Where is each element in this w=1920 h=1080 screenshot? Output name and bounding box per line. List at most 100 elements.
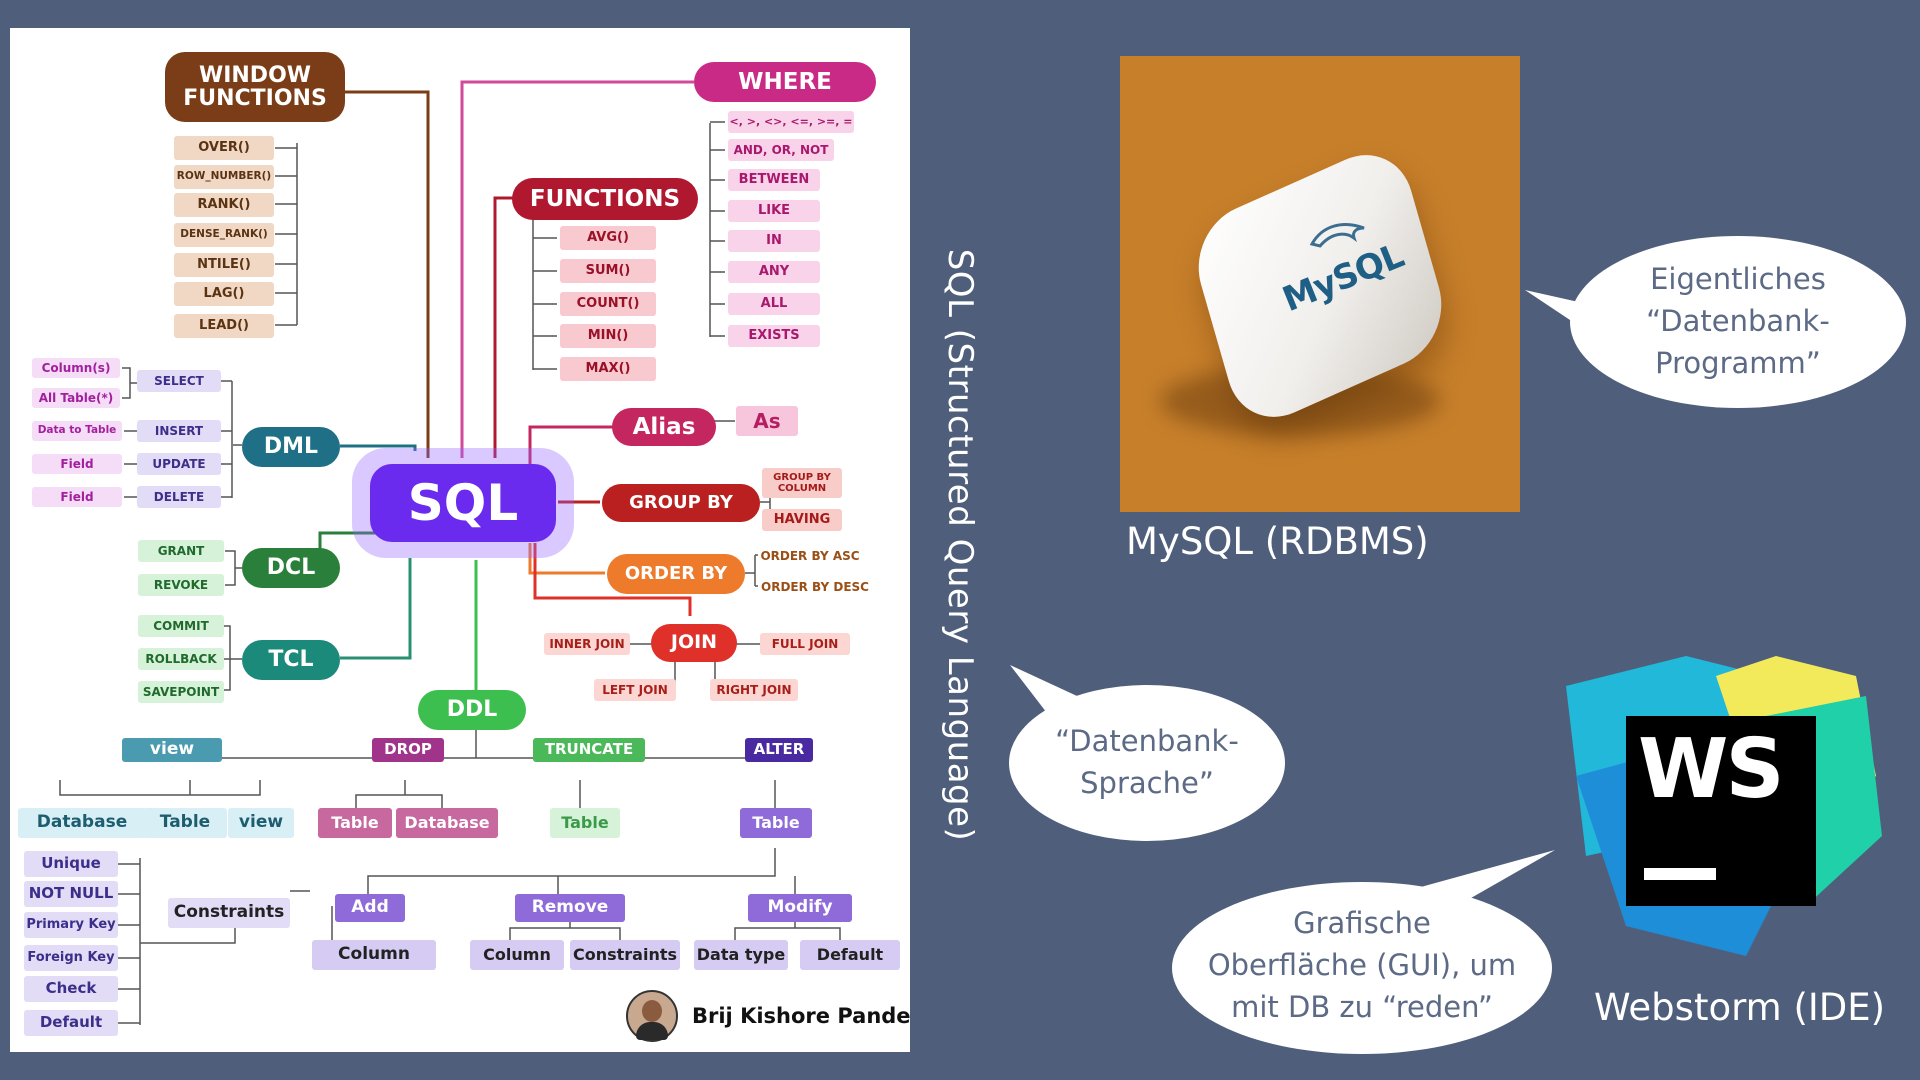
- join-item: INNER JOIN: [544, 633, 630, 655]
- sql-center-node: SQL: [370, 464, 556, 542]
- tcl-item: COMMIT: [138, 615, 224, 637]
- sql-bubble-text: “Datenbank- Sprache”: [1020, 720, 1274, 804]
- functions-node: FUNCTIONS: [512, 178, 698, 220]
- group-by-item: HAVING: [762, 509, 842, 531]
- constraint-item: Foreign Key: [24, 945, 118, 971]
- webstorm-logo: WS: [1566, 656, 1882, 956]
- alias-item: As: [736, 406, 798, 436]
- dml-select-sub: All Table(*): [32, 388, 120, 408]
- bubble-line: Eigentliches: [1650, 262, 1826, 296]
- where-item: LIKE: [728, 200, 820, 222]
- join-item: RIGHT JOIN: [710, 679, 798, 701]
- where-item: IN: [728, 230, 820, 252]
- mindmap-connectors: [59, 80, 841, 1025]
- sql-mindmap: SQL WINDOW FUNCTIONS OVER() ROW_NUMBER()…: [10, 28, 910, 1052]
- where-item: <, >, <>, <=, >=, =: [728, 111, 854, 133]
- functions-item: MAX(): [560, 357, 656, 381]
- where-node: WHERE: [694, 62, 876, 102]
- constraint-item: Unique: [24, 851, 118, 877]
- mysql-caption: MySQL (RDBMS): [1126, 520, 1429, 563]
- functions-item: MIN(): [560, 324, 656, 348]
- window-item: LEAD(): [174, 314, 274, 338]
- ide-bubble-text: Grafische Oberfläche (GUI), um mit DB zu…: [1190, 902, 1534, 1028]
- bubble-line: mit DB zu “reden”: [1231, 990, 1493, 1025]
- ddl-modify-item: Default: [800, 940, 900, 970]
- window-functions-node: WINDOW FUNCTIONS: [165, 52, 345, 122]
- group-by-node: GROUP BY: [602, 484, 760, 522]
- join-item: FULL JOIN: [760, 633, 850, 655]
- ddl-modify-item: Data type: [694, 940, 788, 970]
- ddl-view-item: view: [228, 808, 294, 838]
- constraint-item: Check: [24, 976, 118, 1002]
- mysql-bubble-text: Eigentliches “Datenbank- Programm”: [1590, 258, 1886, 384]
- webstorm-logo-box: WS: [1626, 716, 1816, 906]
- bubble-line: Grafische: [1293, 906, 1431, 940]
- ddl-modify-node: Modify: [748, 894, 852, 922]
- mysql-bubble-shape: [1570, 236, 1906, 408]
- ide-bubble-tail: [1410, 850, 1555, 910]
- window-item: RANK(): [174, 193, 274, 217]
- ddl-view-node: view: [122, 738, 222, 762]
- ide-bubble-shape: [1172, 882, 1552, 1054]
- ddl-remove-item: Column: [470, 940, 564, 970]
- where-item: ANY: [728, 261, 820, 283]
- dolphin-icon: [1308, 218, 1372, 252]
- author-avatar: [626, 990, 678, 1042]
- ddl-view-item: Database: [18, 808, 146, 838]
- where-item: AND, OR, NOT: [728, 139, 834, 161]
- ddl-alter-node: ALTER: [745, 738, 813, 762]
- dcl-node: DCL: [242, 548, 340, 588]
- where-item: ALL: [728, 293, 820, 315]
- dml-select-sub: Column(s): [32, 358, 120, 378]
- ddl-view-item: Table: [143, 808, 227, 838]
- functions-item: COUNT(): [560, 292, 656, 316]
- order-by-item: ORDER BY DESC: [758, 576, 872, 598]
- bubble-line: Oberfläche (GUI), um: [1207, 948, 1517, 983]
- dcl-item: REVOKE: [138, 574, 224, 596]
- constraint-item: Default: [24, 1010, 118, 1036]
- author-name: Brij Kishore Pandey: [692, 1004, 910, 1028]
- dml-item: SELECT: [137, 370, 221, 392]
- where-item: EXISTS: [728, 325, 820, 347]
- sql-bubble-tail: [1010, 665, 1090, 730]
- dml-item: INSERT: [137, 420, 221, 442]
- group-by-item: GROUP BY COLUMN: [762, 468, 842, 498]
- functions-item: AVG(): [560, 226, 656, 250]
- ddl-remove-item: Constraints: [570, 940, 680, 970]
- functions-item: SUM(): [560, 259, 656, 283]
- order-by-node: ORDER BY: [607, 554, 745, 594]
- dcl-item: GRANT: [138, 540, 224, 562]
- tcl-item: ROLLBACK: [138, 648, 224, 670]
- sql-bubble-shape: [1009, 685, 1285, 841]
- ddl-add-node: Add: [335, 894, 405, 922]
- ddl-remove-node: Remove: [515, 894, 625, 922]
- dml-update-sub: Field: [32, 454, 122, 474]
- dml-item: UPDATE: [137, 453, 221, 475]
- ddl-constraints-node: Constraints: [168, 898, 290, 928]
- window-item: ROW_NUMBER(): [174, 165, 274, 189]
- bubble-line: Sprache”: [1080, 766, 1214, 801]
- ddl-truncate-node: TRUNCATE: [533, 738, 645, 762]
- dml-node: DML: [242, 427, 340, 467]
- mysql-bubble-tail: [1525, 290, 1600, 340]
- mysql-image: MySQL: [1120, 56, 1520, 512]
- order-by-item: ORDER BY ASC: [758, 545, 862, 567]
- window-item: DENSE_RANK(): [174, 223, 274, 247]
- bubble-line: “Datenbank-: [1055, 724, 1239, 758]
- constraint-item: Primary Key: [24, 912, 118, 938]
- webstorm-logo-text: WS: [1638, 722, 1785, 817]
- bubble-line: Programm”: [1655, 346, 1821, 381]
- ddl-add-item: Column: [312, 940, 436, 970]
- ddl-node: DDL: [418, 690, 526, 730]
- webstorm-caption: Webstorm (IDE): [1594, 986, 1886, 1029]
- tcl-item: SAVEPOINT: [138, 681, 224, 703]
- ddl-drop-item: Database: [396, 808, 498, 838]
- tcl-node: TCL: [242, 640, 340, 680]
- join-item: LEFT JOIN: [594, 679, 676, 701]
- where-item: BETWEEN: [728, 169, 820, 191]
- window-item: OVER(): [174, 136, 274, 160]
- window-item: LAG(): [174, 282, 274, 306]
- join-node: JOIN: [651, 624, 737, 662]
- ddl-truncate-item: Table: [550, 808, 620, 838]
